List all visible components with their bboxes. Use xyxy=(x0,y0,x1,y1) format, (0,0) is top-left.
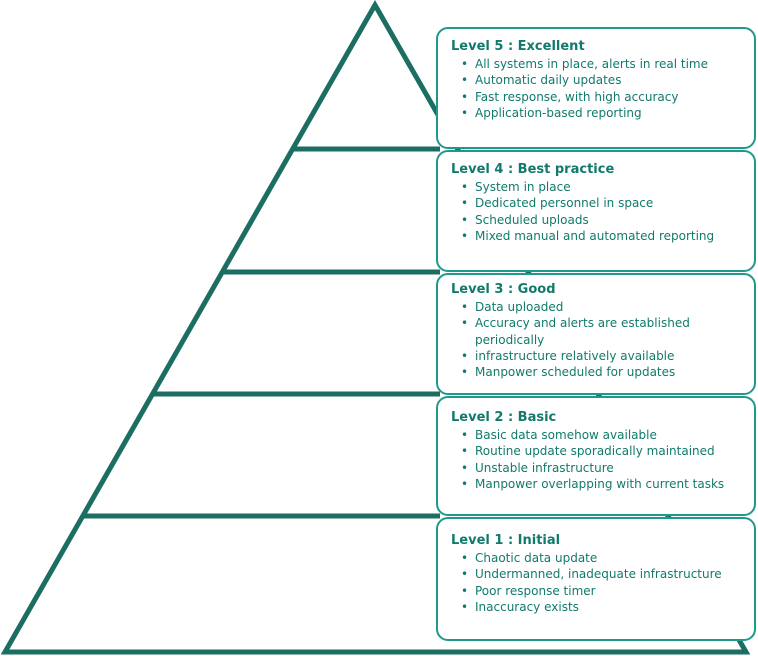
list-item: Undermanned, inadequate infrastructure xyxy=(461,566,744,583)
level-4-list: System in place Dedicated personnel in s… xyxy=(451,179,744,244)
list-item: Application-based reporting xyxy=(461,105,744,122)
list-item: Basic data somehow available xyxy=(461,427,744,444)
list-item: Poor response timer xyxy=(461,583,744,600)
list-item: Dedicated personnel in space xyxy=(461,195,744,212)
list-item: Mixed manual and automated reporting xyxy=(461,228,744,245)
level-4-title: Level 4 : Best practice xyxy=(451,162,615,177)
level-3-box: Level 3 : Good Data uploaded Accuracy an… xyxy=(436,273,756,395)
list-item: Accuracy and alerts are established peri… xyxy=(461,315,744,348)
list-item: Routine update sporadically maintained xyxy=(461,443,744,460)
level-1-box: Level 1 : Initial Chaotic data update Un… xyxy=(436,517,756,641)
level-2-box: Level 2 : Basic Basic data somehow avail… xyxy=(436,396,756,516)
level-4-box: Level 4 : Best practice System in place … xyxy=(436,150,756,272)
list-item: Data uploaded xyxy=(461,299,744,316)
list-item: Inaccuracy exists xyxy=(461,599,744,616)
level-1-title: Level 1 : Initial xyxy=(451,533,561,548)
list-item: Chaotic data update xyxy=(461,550,744,567)
list-item: Manpower scheduled for updates xyxy=(461,364,744,381)
list-item: All systems in place, alerts in real tim… xyxy=(461,56,744,73)
list-item: Fast response, with high accuracy xyxy=(461,89,744,106)
list-item: infrastructure relatively available xyxy=(461,348,744,365)
level-2-title: Level 2 : Basic xyxy=(451,410,557,425)
level-2-list: Basic data somehow available Routine upd… xyxy=(451,427,744,492)
level-5-list: All systems in place, alerts in real tim… xyxy=(451,56,744,121)
list-item: Manpower overlapping with current tasks xyxy=(461,476,744,493)
level-3-title: Level 3 : Good xyxy=(451,282,556,297)
level-5-title: Level 5 : Excellent xyxy=(451,39,585,54)
list-item: Scheduled uploads xyxy=(461,212,744,229)
list-item: Automatic daily updates xyxy=(461,72,744,89)
list-item: Unstable infrastructure xyxy=(461,460,744,477)
level-3-list: Data uploaded Accuracy and alerts are es… xyxy=(451,299,744,381)
level-5-box: Level 5 : Excellent All systems in place… xyxy=(436,27,756,149)
list-item: System in place xyxy=(461,179,744,196)
level-1-list: Chaotic data update Undermanned, inadequ… xyxy=(451,550,744,615)
